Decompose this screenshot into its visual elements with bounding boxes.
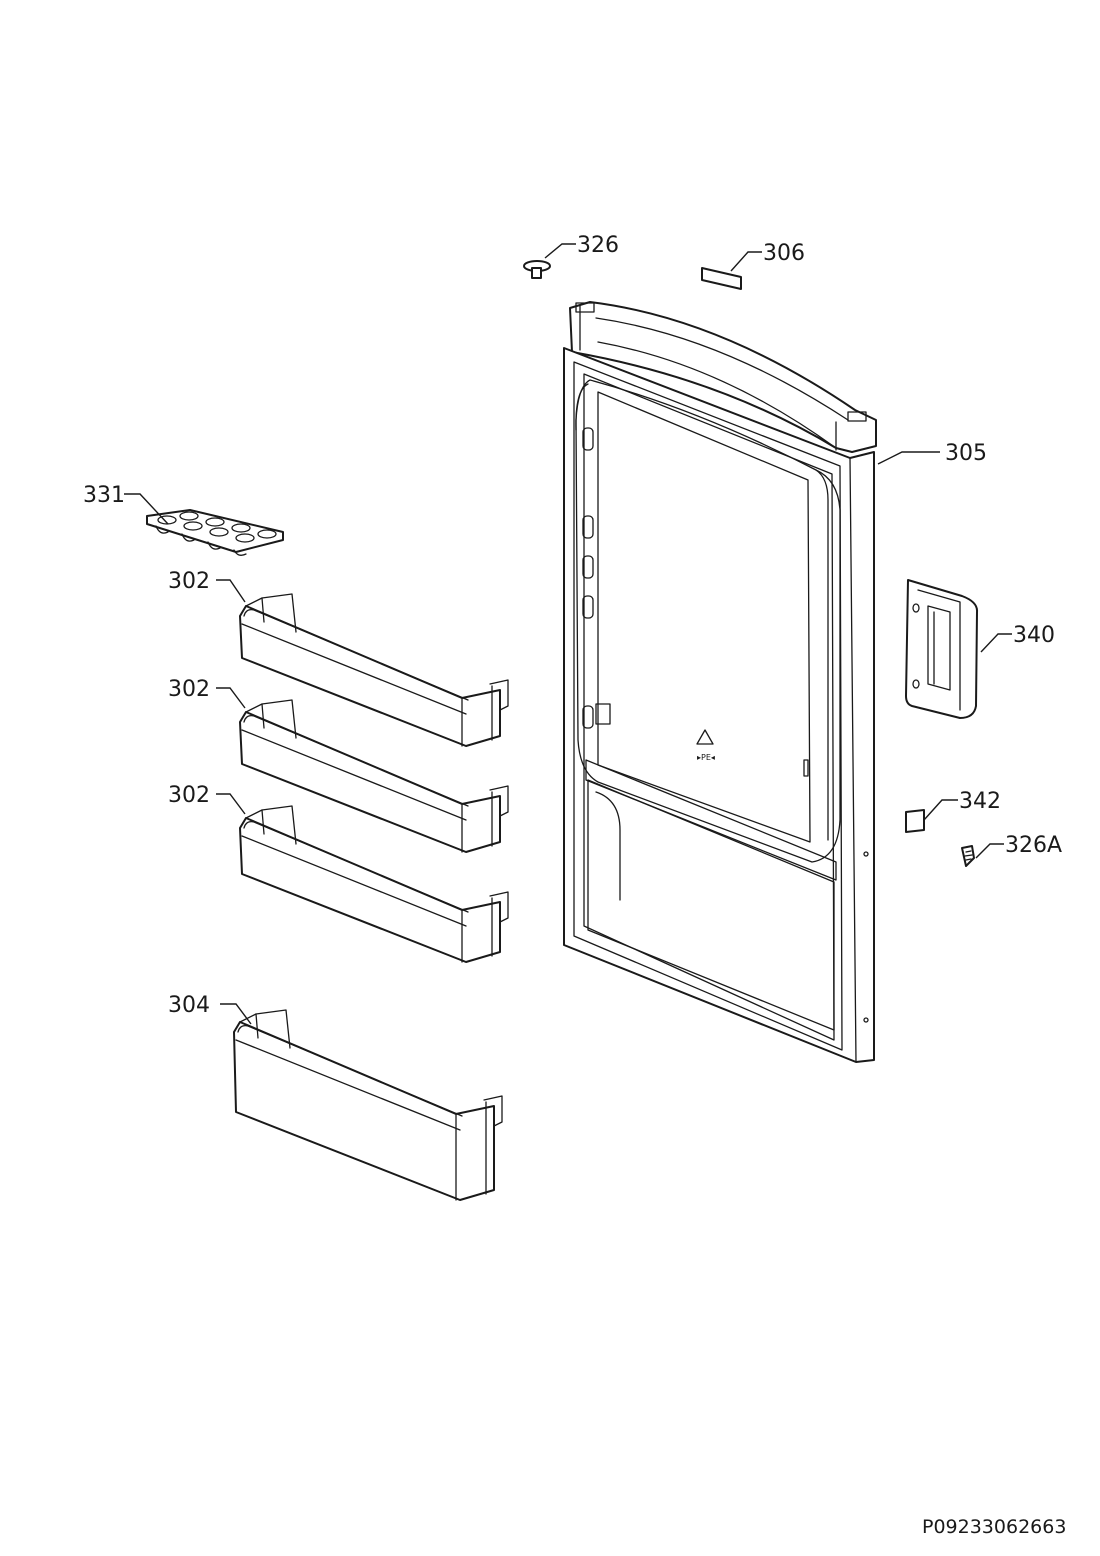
door-shelves [233, 593, 509, 1201]
callout-302-middle: 302 [168, 677, 210, 702]
door-assembly-305: ▸PE◂ [563, 301, 877, 1063]
label-342-icon [905, 809, 925, 833]
handle-340-icon [905, 579, 979, 719]
leader-lines [124, 243, 1012, 1025]
egg-tray-331-icon [146, 509, 284, 556]
callout-342: 342 [959, 789, 1001, 814]
door-shelf-302-bottom [239, 805, 509, 963]
callout-305: 305 [945, 441, 987, 466]
callout-340: 340 [1013, 623, 1055, 648]
document-reference: P09233062663 [922, 1516, 1066, 1538]
callout-304: 304 [168, 993, 210, 1018]
callout-306: 306 [763, 241, 805, 266]
door-shelf-302-top [239, 593, 509, 747]
callout-331: 331 [83, 483, 125, 508]
callout-302-bottom: 302 [168, 783, 210, 808]
svg-text:▸PE◂: ▸PE◂ [697, 753, 715, 762]
callout-302-top: 302 [168, 569, 210, 594]
callout-326: 326 [577, 233, 619, 258]
door-shelf-304 [233, 1009, 503, 1201]
clip-326-icon [523, 260, 551, 279]
door-shelf-302-middle [239, 699, 509, 853]
label-306-icon [701, 267, 742, 290]
screw-326A-icon [961, 845, 975, 867]
callout-326A: 326A [1005, 833, 1062, 858]
